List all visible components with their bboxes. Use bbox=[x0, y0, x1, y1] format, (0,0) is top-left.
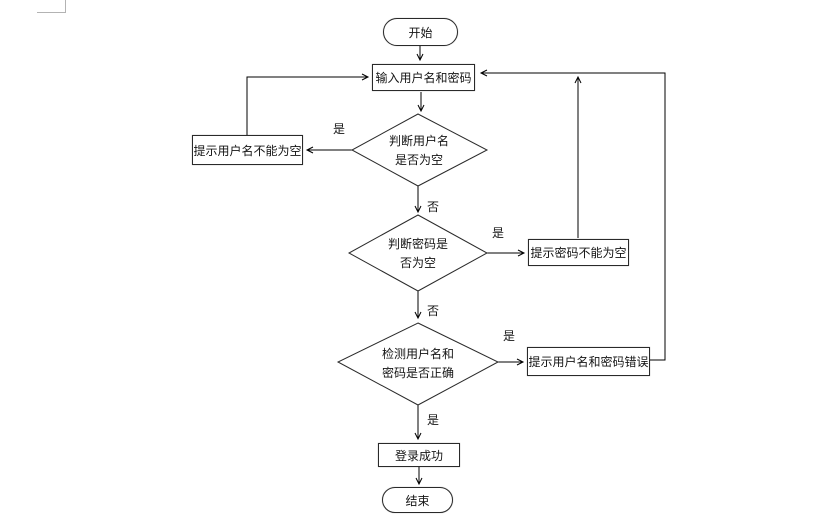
node-prompt-password-empty-label: 提示密码不能为空 bbox=[530, 246, 627, 260]
edge-label-username-empty-no: 否 bbox=[427, 200, 440, 214]
node-prompt-username-empty-label: 提示用户名不能为空 bbox=[193, 143, 302, 158]
edge-label-credentials-correct-yes: 是 bbox=[427, 413, 440, 427]
node-prompt-username-empty[interactable]: 提示用户名不能为空 bbox=[192, 135, 303, 165]
node-prompt-credentials-error[interactable]: 提示用户名和密码错误 bbox=[527, 347, 650, 376]
edge-label-username-empty-yes: 是 bbox=[333, 122, 346, 136]
node-prompt-password-empty[interactable]: 提示密码不能为空 bbox=[528, 239, 629, 266]
edge-prompt-username-back-to-input bbox=[246, 73, 370, 135]
node-input-credentials[interactable]: 输入用户名和密码 bbox=[372, 64, 475, 91]
page-margin-marker-vertical bbox=[65, 0, 66, 12]
decision-password-empty-shape[interactable] bbox=[347, 214, 489, 292]
decision-credentials-correct-shape[interactable] bbox=[336, 322, 500, 406]
edge-label-password-empty-yes: 是 bbox=[492, 226, 505, 240]
node-login-success[interactable]: 登录成功 bbox=[378, 443, 460, 467]
node-prompt-credentials-error-label: 提示用户名和密码错误 bbox=[528, 355, 649, 369]
node-end-label: 结束 bbox=[405, 493, 430, 508]
node-end[interactable]: 结束 bbox=[382, 487, 453, 513]
page-margin-marker-horizontal bbox=[37, 12, 66, 13]
decision-username-empty-shape[interactable] bbox=[350, 113, 489, 187]
node-input-credentials-label: 输入用户名和密码 bbox=[375, 71, 472, 85]
edge-prompt-error-back-to-input bbox=[479, 69, 666, 361]
edge-label-password-empty-no: 否 bbox=[427, 304, 440, 318]
node-login-success-label: 登录成功 bbox=[394, 448, 443, 463]
node-start-label: 开始 bbox=[408, 25, 433, 40]
node-start[interactable]: 开始 bbox=[383, 18, 458, 46]
edge-label-credentials-error-yes: 是 bbox=[503, 329, 516, 343]
